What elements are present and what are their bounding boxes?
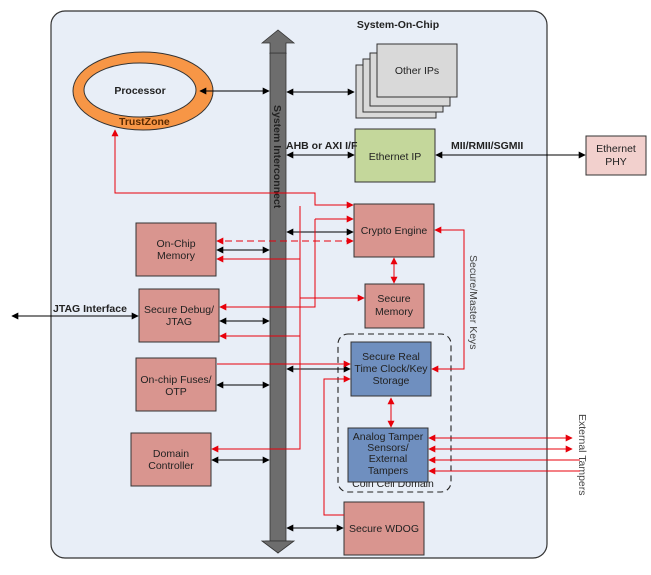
secure-wdog-label: Secure WDOG bbox=[349, 523, 419, 535]
ahb-axi-label: AHB or AXI I/F bbox=[286, 140, 358, 152]
ethernet-phy-line1: Ethernet bbox=[596, 143, 636, 155]
on-chip-memory-line2: Memory bbox=[157, 250, 196, 262]
on-chip-memory-line1: On-Chip bbox=[156, 238, 195, 250]
tamper-line2: Sensors/ bbox=[367, 442, 409, 454]
secure-master-keys-label: Secure/Master Keys bbox=[467, 255, 479, 350]
processor-core bbox=[83, 62, 197, 118]
ethernet-phy-block bbox=[585, 135, 647, 176]
crypto-engine-label: Crypto Engine bbox=[361, 225, 428, 237]
secure-memory-block bbox=[364, 283, 425, 329]
secure-memory-line2: Memory bbox=[375, 306, 414, 318]
tamper-line3: External bbox=[369, 453, 408, 465]
secure-debug-line1: Secure Debug/ bbox=[144, 304, 214, 316]
tamper-sensors-block bbox=[347, 427, 429, 483]
ethernet-ip-block bbox=[354, 128, 436, 183]
tamper-line1: Analog Tamper bbox=[353, 431, 424, 443]
secure-memory-line1: Secure bbox=[377, 293, 410, 305]
trustzone-label: TrustZone bbox=[119, 116, 170, 128]
secure-debug-line2: JTAG bbox=[166, 316, 192, 328]
secure-rtc-block bbox=[350, 341, 432, 397]
ethernet-ip-label: Ethernet IP bbox=[369, 151, 422, 163]
rtc-line2: Time Clock/Key bbox=[354, 363, 428, 375]
secure-debug-block bbox=[138, 288, 220, 343]
tamper-line4: Tampers bbox=[368, 465, 408, 477]
other-ips-stack: Other IPs bbox=[355, 43, 458, 119]
ethernet-phy-line2: PHY bbox=[605, 156, 627, 168]
domain-controller-block bbox=[130, 432, 212, 487]
secure-signal-connections bbox=[111, 129, 580, 516]
fuses-line1: On-chip Fuses/ bbox=[140, 374, 211, 386]
fuses-line2: OTP bbox=[165, 386, 187, 398]
other-ips-label: Other IPs bbox=[395, 65, 439, 77]
external-tampers-label: External Tampers bbox=[576, 414, 588, 496]
fuses-otp-block bbox=[135, 357, 217, 412]
rtc-line1: Secure Real bbox=[362, 351, 420, 363]
domain-controller-line2: Controller bbox=[148, 460, 194, 472]
mii-label: MII/RMII/SGMII bbox=[451, 140, 523, 152]
secure-wdog-block bbox=[343, 501, 425, 556]
on-chip-memory-block bbox=[135, 222, 217, 277]
soc-title: System-On-Chip bbox=[357, 19, 439, 31]
crypto-engine-block bbox=[353, 203, 435, 258]
processor-label: Processor bbox=[114, 85, 165, 97]
domain-controller-line1: Domain bbox=[153, 448, 189, 460]
jtag-interface-label: JTAG Interface bbox=[53, 303, 127, 315]
rtc-line3: Storage bbox=[373, 375, 410, 387]
